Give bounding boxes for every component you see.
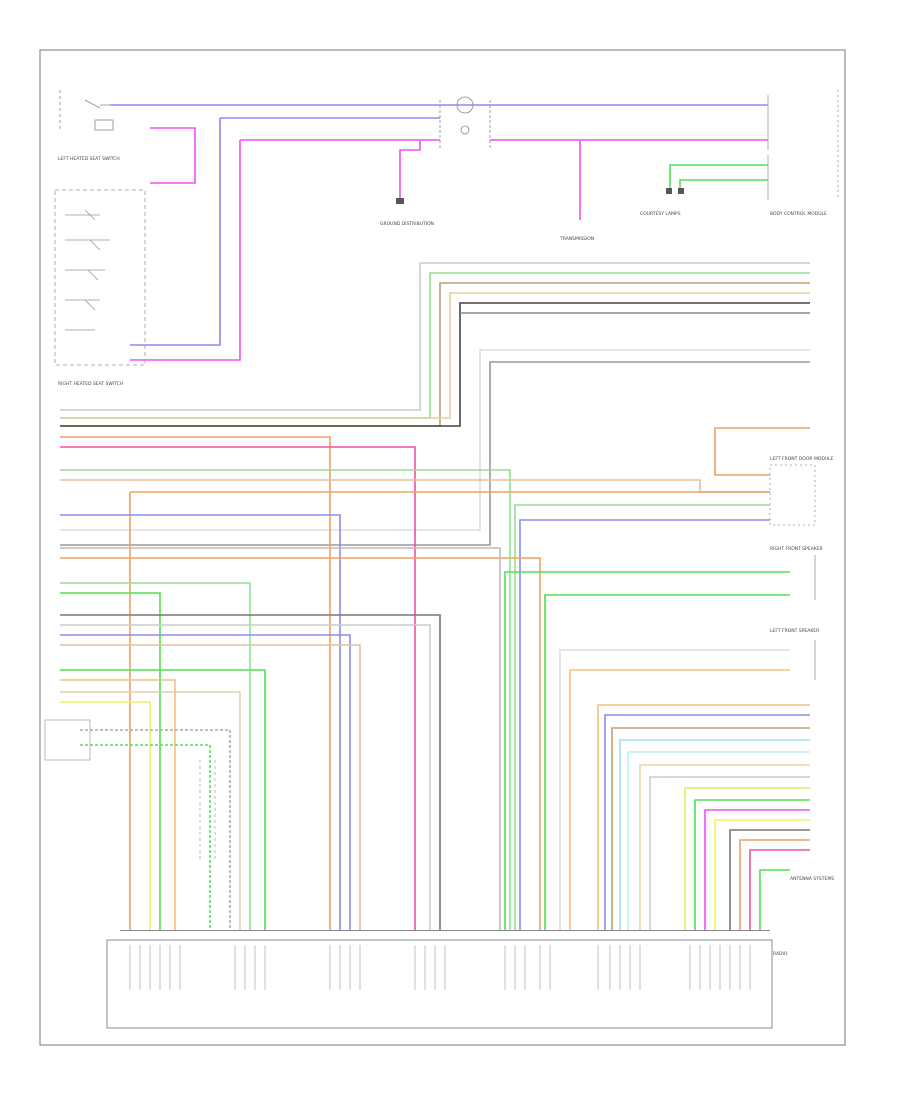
relay-symbol bbox=[439, 96, 491, 150]
wire-blue-3 bbox=[60, 634, 351, 930]
wire-radio-1 bbox=[597, 704, 810, 930]
courtesy-lamps-label: COURTESY LAMPS bbox=[640, 211, 681, 217]
wire-green-l2 bbox=[60, 592, 161, 930]
wires bbox=[60, 104, 810, 930]
wire-dark-1 bbox=[60, 614, 441, 930]
right-front-speaker-label: RIGHT FRONT SPEAKER bbox=[770, 546, 823, 552]
ground-markers bbox=[396, 188, 684, 204]
wire-green-pair-1 bbox=[60, 469, 511, 930]
wire-pink-left-drop bbox=[130, 140, 241, 361]
ground-distribution-label: GROUND DISTRIBUTION bbox=[380, 221, 434, 227]
wire-white-lfs bbox=[559, 649, 790, 930]
wire-radio-6 bbox=[639, 764, 810, 930]
wire-orange-1 bbox=[60, 436, 331, 930]
wire-bundle-5 bbox=[60, 302, 810, 427]
left-heated-seat-switch-label: LEFT HEATED SEAT SWITCH bbox=[58, 156, 120, 162]
wire-bundle-1 bbox=[60, 262, 810, 411]
wire-radio-5 bbox=[627, 751, 810, 930]
wire-grey-b bbox=[60, 361, 810, 546]
wire-green-l1 bbox=[60, 582, 251, 930]
wire-radio-4 bbox=[619, 739, 810, 930]
wire-grey-mid bbox=[60, 547, 501, 930]
wire-orange-mid bbox=[60, 557, 541, 930]
left-front-door-module-label: LEFT FRONT DOOR MODULE bbox=[770, 456, 834, 462]
transmission-label: TRANSMISSION bbox=[559, 236, 594, 242]
wire-pink-ground bbox=[399, 140, 421, 200]
wire-grey-dash bbox=[80, 729, 231, 930]
wire-radio-14 bbox=[749, 849, 810, 930]
wire-radio-7 bbox=[649, 776, 810, 930]
wire-radio-12 bbox=[729, 829, 810, 930]
wire-tan-l3 bbox=[60, 691, 241, 930]
wire-green-rs2 bbox=[544, 594, 790, 930]
wire-green-l3 bbox=[60, 669, 266, 930]
wire-pink-vert bbox=[60, 446, 416, 930]
wire-radio-10 bbox=[704, 809, 810, 930]
right-heated-seat-switch-label: RIGHT HEATED SEAT SWITCH bbox=[58, 381, 123, 387]
wire-bundle-4 bbox=[60, 292, 810, 419]
right-connectors bbox=[767, 90, 839, 680]
wire-radio-3 bbox=[611, 727, 810, 930]
wire-blue-mid bbox=[60, 514, 341, 930]
wire-radio-15 bbox=[759, 869, 790, 930]
wire-blue-left-drop bbox=[130, 118, 221, 346]
lower-left-connector bbox=[44, 719, 216, 860]
pin-row bbox=[120, 930, 770, 931]
wire-radio-11 bbox=[714, 819, 810, 930]
wire-tan-3 bbox=[60, 644, 361, 930]
top-left-switch bbox=[59, 90, 114, 131]
wire-orange-lfs bbox=[569, 669, 790, 930]
wire-green-dash bbox=[80, 744, 211, 930]
left-heated-seat-switch bbox=[54, 189, 146, 366]
radio-label: RADIO bbox=[773, 951, 788, 957]
wire-yellow-l3 bbox=[60, 701, 151, 930]
wire-grey-a bbox=[60, 349, 810, 531]
body-control-module-label: BODY CONTROL MODULE bbox=[770, 211, 827, 217]
wire-orange-l3 bbox=[60, 679, 176, 930]
wire-radio-8 bbox=[684, 787, 810, 930]
wire-radio-9 bbox=[694, 799, 810, 930]
left-front-speaker-label: LEFT FRONT SPEAKER bbox=[770, 628, 819, 634]
wire-green-rs1 bbox=[504, 571, 790, 930]
bottom-module bbox=[106, 939, 773, 1029]
wire-green-tr2 bbox=[679, 179, 768, 190]
wire-orange-loop bbox=[714, 427, 810, 476]
wire-radio-2 bbox=[604, 714, 810, 930]
wire-radio-13 bbox=[739, 839, 810, 930]
diagram-border bbox=[39, 49, 846, 1046]
wire-blue-mid-2 bbox=[519, 519, 770, 930]
wire-green-mid-2 bbox=[514, 504, 770, 930]
wire-grey-2 bbox=[60, 624, 431, 930]
antenna-systems-label: ANTENNA SYSTEMS bbox=[790, 876, 834, 882]
wire-pink-switch bbox=[150, 127, 196, 184]
wire-green-tr1 bbox=[669, 164, 768, 190]
